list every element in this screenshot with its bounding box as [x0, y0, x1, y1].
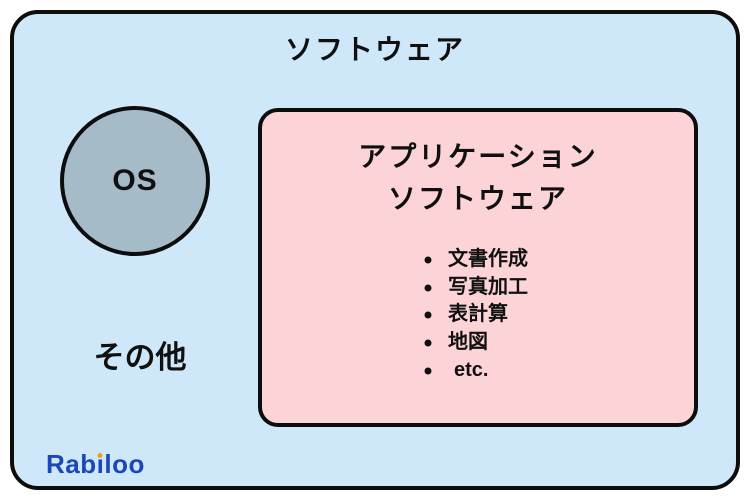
software-title: ソフトウェア	[284, 34, 465, 65]
application-software-title: アプリケーション ソフトウェア	[262, 136, 694, 220]
list-item: 写真加工	[428, 274, 528, 302]
application-software-title-line2: ソフトウェア	[387, 183, 568, 214]
list-item: 地図	[428, 329, 528, 357]
rabiloo-logo-i: ı	[96, 449, 105, 479]
application-software-box: アプリケーション ソフトウェア 文書作成 写真加工 表計算 地図 etc.	[258, 108, 698, 427]
application-software-title-line1: アプリケーション	[358, 141, 598, 172]
others-label: その他	[93, 340, 187, 375]
os-circle: OS	[60, 106, 210, 256]
list-item: etc.	[428, 357, 528, 385]
application-examples-list: 文書作成 写真加工 表計算 地図 etc.	[428, 246, 528, 385]
list-item: 表計算	[428, 301, 528, 329]
rabiloo-logo-text-start: Rab	[46, 449, 97, 479]
software-container-box: ソフトウェア OS その他 アプリケーション ソフトウェア 文書作成 写真加工 …	[10, 10, 740, 490]
logo-i-dot-icon	[97, 453, 103, 458]
list-item: 文書作成	[428, 246, 528, 274]
os-label: OS	[112, 164, 158, 197]
rabiloo-logo-text-end: loo	[104, 449, 145, 479]
